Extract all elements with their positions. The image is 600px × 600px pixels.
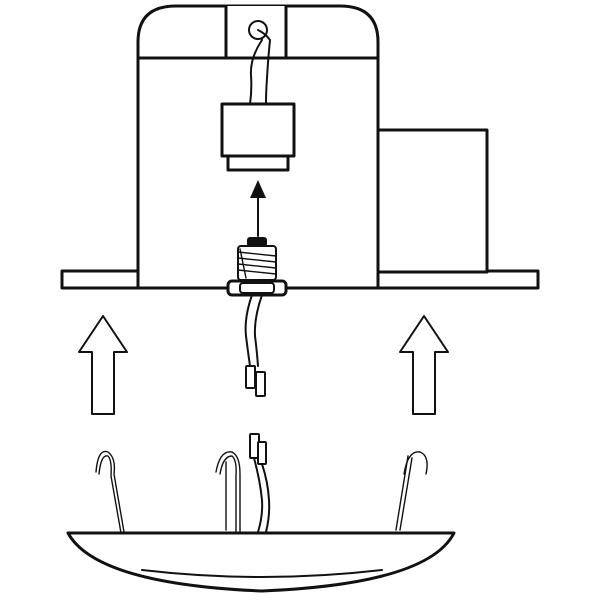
- left-flange: [60, 269, 140, 290]
- socket-wire-left: [249, 39, 263, 105]
- right-up-arrow-icon: [399, 315, 449, 415]
- trim-dome: [66, 531, 456, 593]
- lamp-socket: [220, 102, 296, 158]
- trim-dome-inner-rim: [141, 569, 383, 578]
- left-up-arrow-icon: [78, 315, 128, 415]
- lamp-base-threads: [237, 248, 277, 279]
- threaded-lamp-base: [226, 237, 288, 297]
- lead-wire-right: [253, 294, 263, 367]
- lamp-base-ring-inner: [239, 282, 275, 294]
- right-flange: [376, 269, 540, 290]
- lead-wire-left: [244, 294, 253, 367]
- junction-box: [376, 128, 489, 274]
- center-spring-clip: [215, 451, 241, 533]
- lead-connector-b: [255, 371, 266, 397]
- lamp-base-shell: [237, 245, 277, 281]
- right-spring-clip-leg-inner: [399, 457, 413, 531]
- center-spring-clip-inner: [219, 455, 237, 533]
- recessed-housing: [60, 4, 540, 290]
- trim-wire-left: [253, 457, 264, 533]
- trim-plate: [66, 433, 456, 593]
- socket-insert-arrow-head: [250, 180, 266, 198]
- socket-wire-right: [265, 39, 271, 105]
- left-spring-clip-inner: [98, 455, 122, 534]
- bracket-wire-loop: [257, 29, 271, 41]
- left-spring-clip: [95, 450, 125, 533]
- lead-connector-a: [245, 365, 256, 389]
- trim-wire-right: [261, 463, 271, 533]
- wire-lead-connector: [244, 294, 266, 397]
- trim-connector-b: [257, 441, 267, 465]
- lamp-socket-collar: [226, 154, 290, 172]
- right-spring-clip-leg: [395, 455, 409, 531]
- lamp-base-tip: [247, 237, 267, 247]
